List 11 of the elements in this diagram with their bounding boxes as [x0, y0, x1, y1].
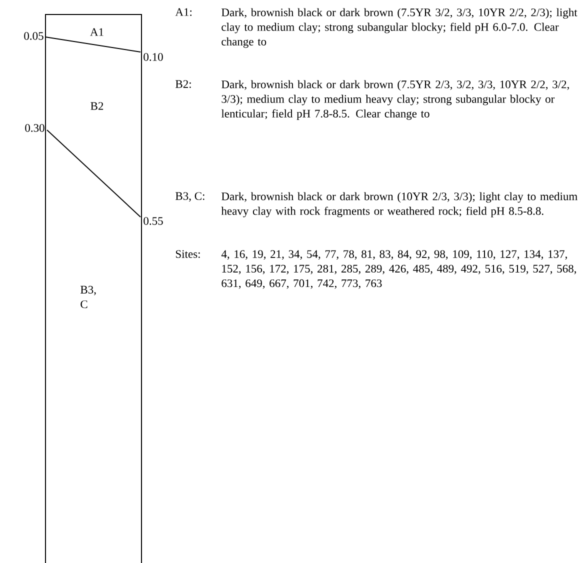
horizon-description: Dark, brownish black or dark brown (10YR 2/3, 3/3); light clay to medium heavy clay with rock fragments or weathered rock; field pH 8.5-8.8. [221, 192, 578, 218]
horizon-label: A1 [90, 28, 104, 36]
horizon-description: 4, 16, 19, 21, 34, 54, 77, 78, 81, 83, 84, 92, 98, 109, 110, 127, 134, 137, 152, 156, 172, 175, 281, 285, 289, 426, 485, 489, 492, 516, 519, 527, 568, 631, 649, 667, 701, 742, 773, 763 [221, 250, 576, 289]
horizon-description: Dark, brownish black or dark brown (7.5YR 3/2, 3/3, 10YR 2/2, 2/3); light clay to medium clay; strong subangular blocky; field pH 6.0-7.0. Clear change to [222, 8, 578, 48]
horizon-label: B3, C [80, 286, 96, 308]
horizon-label: B2 [90, 102, 104, 110]
horizon-key: A1: [175, 8, 192, 16]
horizon-description: Dark, brownish black or dark brown (7.5YR 2/3, 3/2, 3/3, 10YR 2/2, 3/2, 3/3); medium clay to medium heavy clay; strong subangular blocky or lenticular; field pH 7.8-8.5. Clear change to [221, 80, 569, 120]
horizon-key: B3, C: [176, 192, 204, 202]
horizon-key: Sites: [176, 250, 200, 258]
horizon-key: B2: [176, 80, 191, 88]
